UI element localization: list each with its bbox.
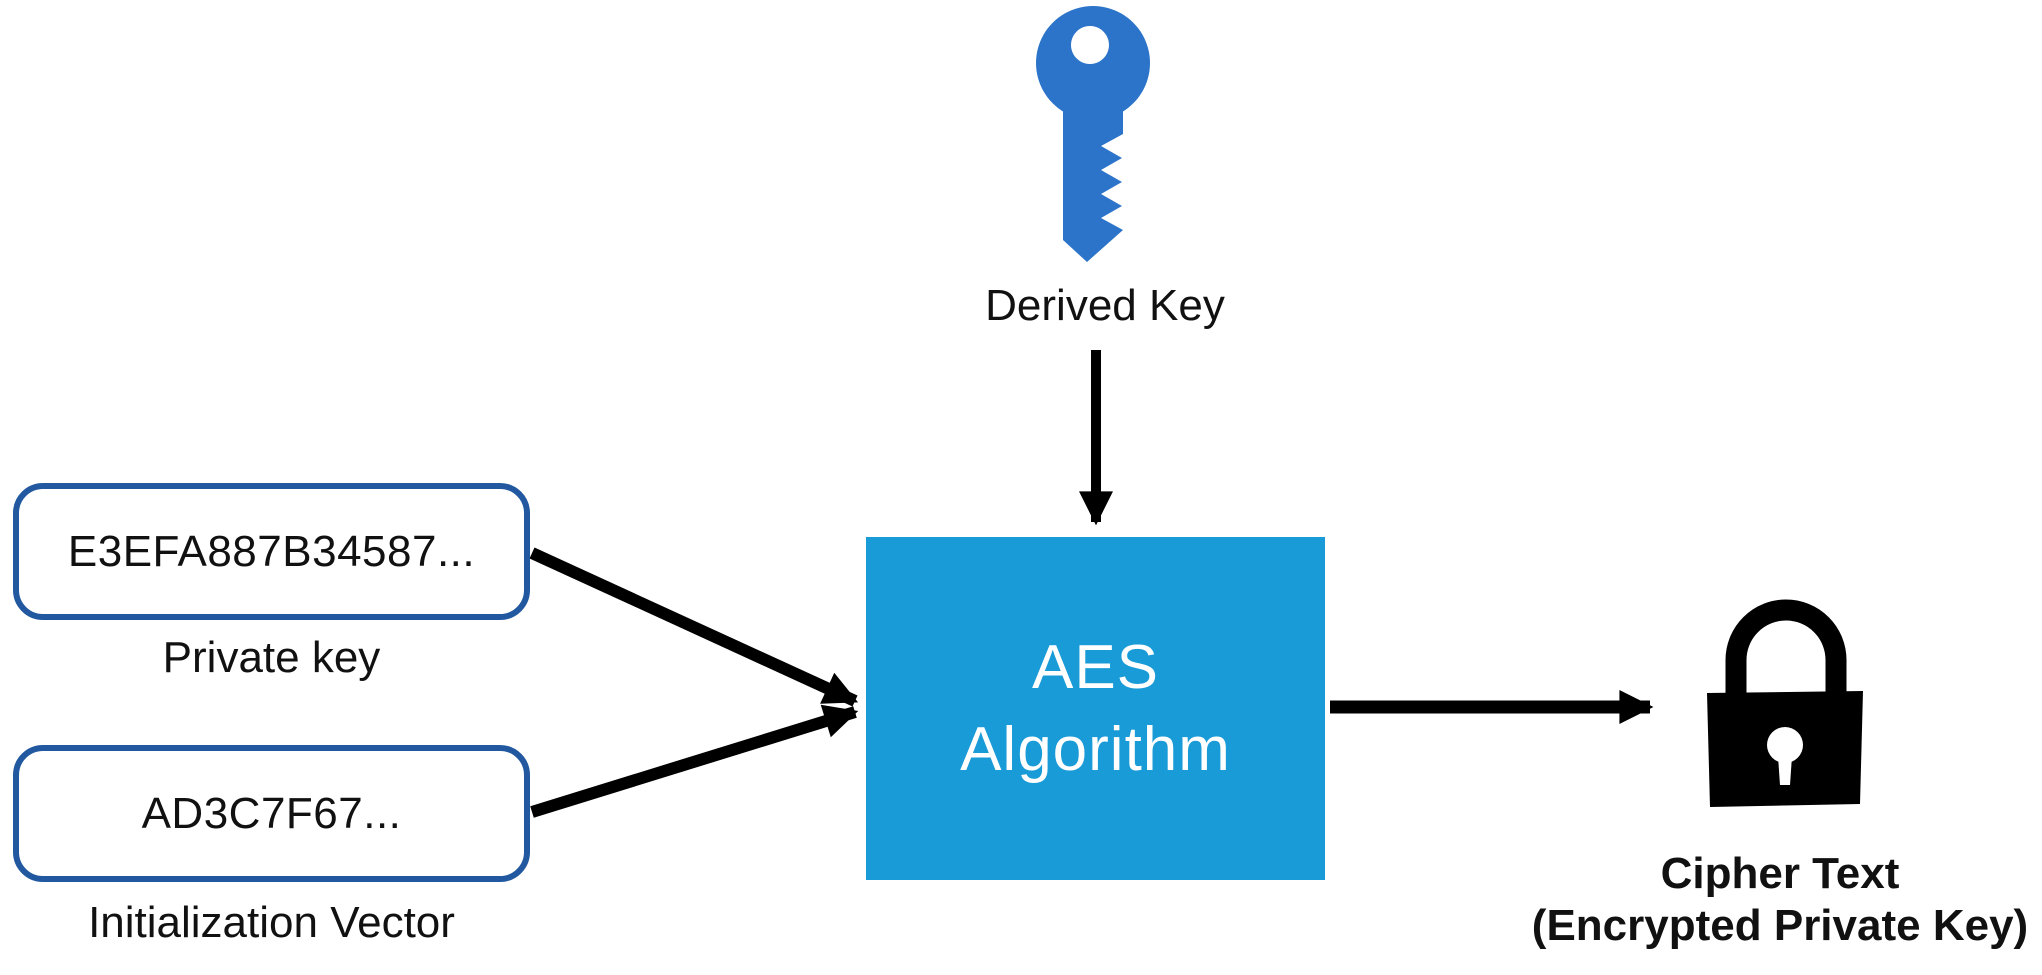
aes-box-line2: Algorithm <box>960 714 1231 784</box>
derived-key-label: Derived Key <box>985 281 1225 330</box>
initialization-vector-value: AD3C7F67... <box>141 788 402 838</box>
key-icon-head <box>1036 6 1151 120</box>
key-icon <box>1036 6 1151 262</box>
private-key-value: E3EFA887B34587... <box>67 526 476 576</box>
private-key-box: E3EFA887B34587... <box>13 483 530 620</box>
cipher-text-line1: Cipher Text <box>1660 849 1900 898</box>
initialization-vector-box: AD3C7F67... <box>13 745 530 882</box>
lock-icon-keyhole <box>1767 727 1803 763</box>
aes-algorithm-box: AES Algorithm <box>866 537 1325 880</box>
initialization-vector-label: Initialization Vector <box>88 898 455 947</box>
key-icon-shaft <box>1063 104 1123 262</box>
cipher-text-line2: (Encrypted Private Key) <box>1531 901 2029 950</box>
aes-box-line1: AES <box>1031 632 1160 702</box>
arrow-iv-to-aes <box>530 704 859 818</box>
lock-icon <box>1707 599 1863 807</box>
lock-icon-shackle <box>1725 599 1847 698</box>
cipher-text-label: Cipher Text (Encrypted Private Key) <box>1510 848 2042 952</box>
lock-icon-keyhole-stem <box>1778 756 1792 785</box>
arrow-private-key-to-aes <box>529 547 859 707</box>
private-key-label: Private key <box>162 633 381 682</box>
